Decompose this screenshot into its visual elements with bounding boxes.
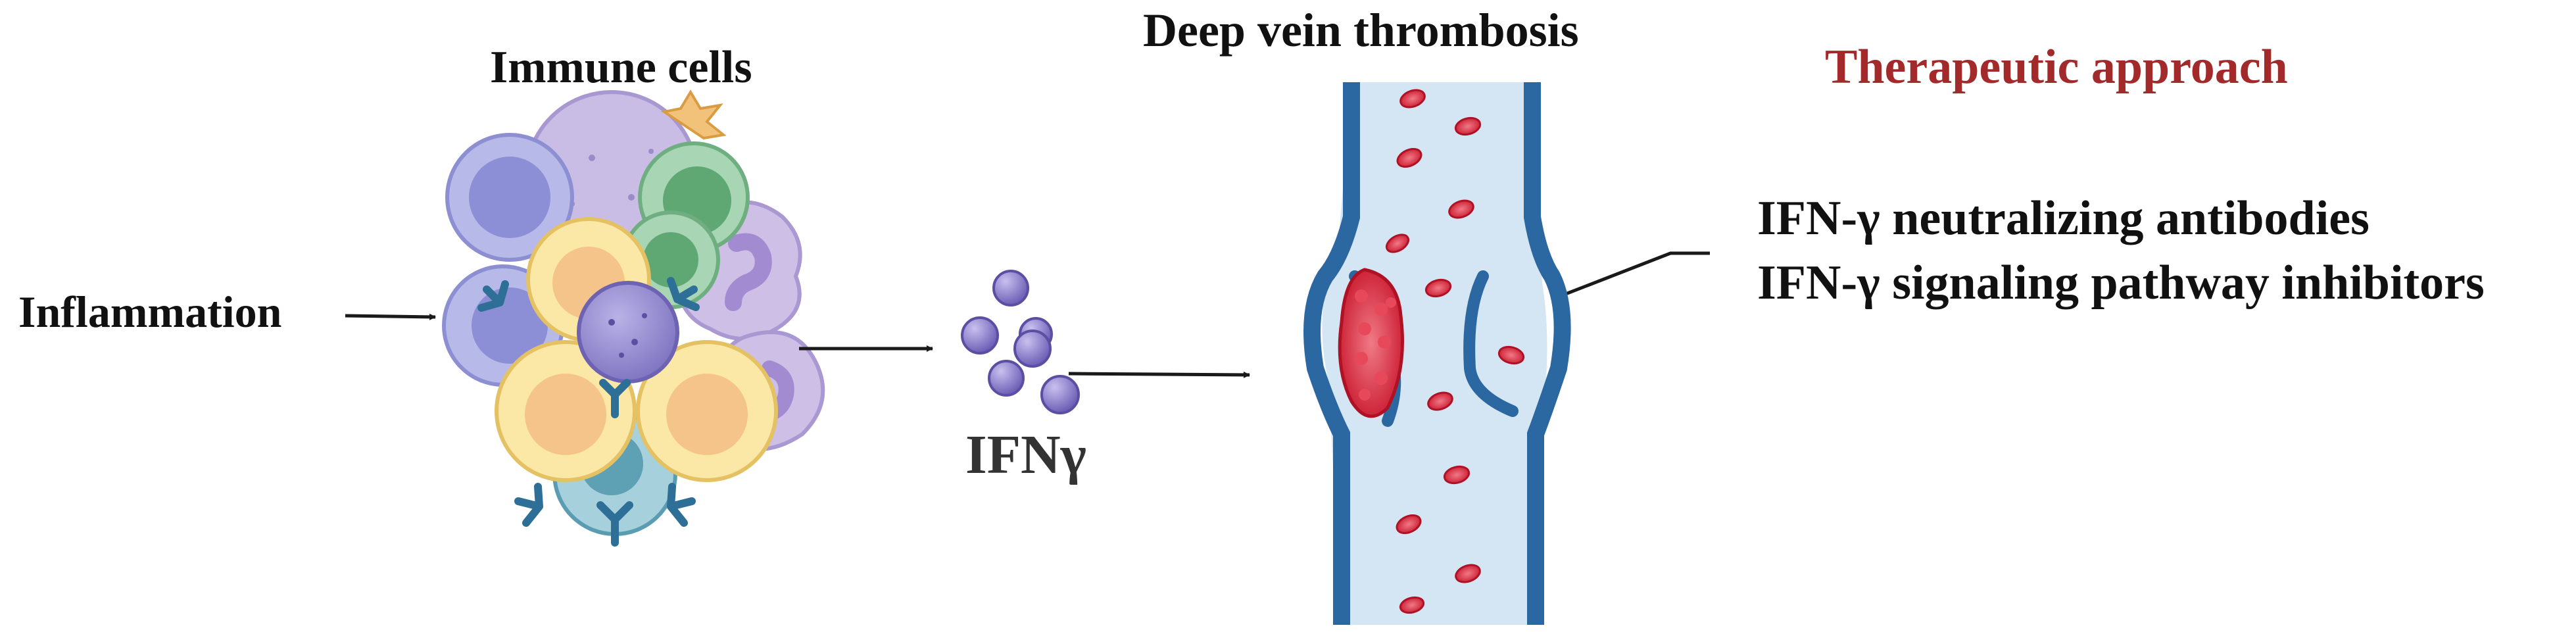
vein-lumen (1322, 82, 1547, 625)
clot-texture (1355, 289, 1396, 401)
vein-valve-right (1463, 270, 1519, 417)
ifn-gamma-molecules (961, 270, 1080, 414)
inflammation-arrow (345, 313, 436, 320)
therapy-to-vein-arrow (1551, 251, 1710, 301)
antibody-icon (477, 277, 700, 547)
arrows (345, 251, 1710, 378)
ifn-gamma-label: IFNγ (965, 424, 1086, 485)
vein-wall-right (1524, 82, 1571, 625)
b-cell (636, 340, 778, 482)
immune-cell-cluster (442, 89, 825, 547)
inflammation-label: Inflammation (18, 287, 282, 337)
deep-vein-thrombosis-label: Deep vein thrombosis (1143, 4, 1579, 57)
therapeutic-approach-label: Therapeutic approach (1825, 40, 2288, 94)
thrombus-clot (1338, 268, 1404, 418)
red-blood-cells (1385, 89, 1525, 614)
vein-wall-left (1303, 82, 1360, 625)
immune-cells-label: Immune cells (490, 42, 752, 93)
lymphocyte-cell (445, 133, 574, 262)
ifn-to-vein-arrow (1068, 371, 1250, 378)
therapy-item-inhibitors: IFN-γ signaling pathway inhibitors (1757, 256, 2485, 310)
vein (1303, 82, 1571, 625)
therapy-item-antibodies: IFN-γ neutralizing antibodies (1757, 191, 2369, 245)
b-cell (495, 340, 637, 482)
granular-lymphocyte-cell (577, 281, 679, 383)
dendritic-cell (660, 89, 727, 140)
therapy-list: IFN-γ neutralizing antibodies IFN-γ sign… (1757, 186, 2485, 315)
